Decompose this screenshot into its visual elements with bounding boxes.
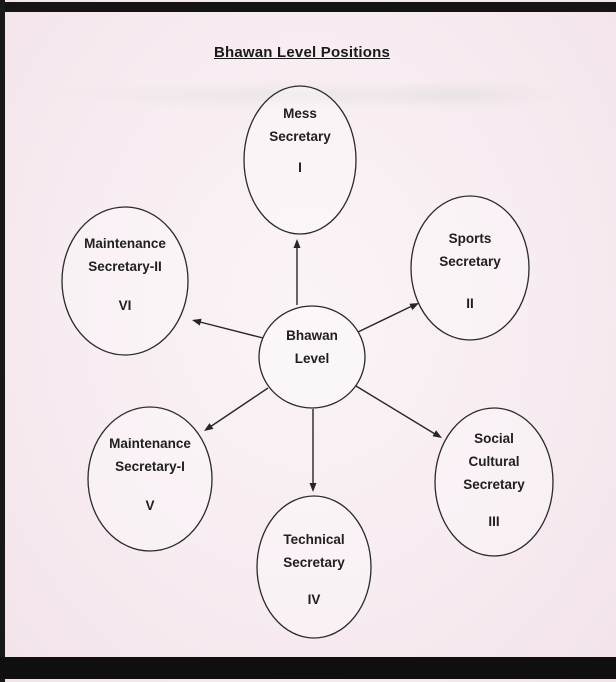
node-label: Level [295, 351, 330, 366]
scan-artifact [55, 80, 525, 110]
node-label: Secretary-I [115, 459, 185, 474]
arrowhead-icon [204, 423, 214, 431]
node-label: Mess [283, 106, 317, 121]
node-numeral: III [488, 514, 499, 529]
node-label: Cultural [468, 454, 519, 469]
arrowhead-icon [192, 318, 202, 326]
node-numeral: II [466, 296, 474, 311]
node-label: Sports [449, 231, 492, 246]
node-label: Bhawan [286, 328, 338, 343]
node-ellipse [87, 406, 213, 552]
node-ellipse [256, 495, 372, 639]
connectors [192, 239, 442, 492]
node-mess-secretary: Mess Secretary I [243, 85, 357, 235]
node-ellipse [243, 85, 357, 235]
arrowhead-icon [293, 239, 301, 248]
scan-border-left [0, 0, 5, 682]
scan-border-bottom [0, 657, 616, 679]
node-numeral: V [145, 498, 154, 513]
node-label: Maintenance [84, 236, 166, 251]
node-label: Secretary [283, 555, 345, 570]
scan-artifact [370, 78, 560, 112]
node-label: Secretary [269, 129, 331, 144]
node-ellipse [434, 407, 554, 557]
connector-arrow [357, 305, 413, 333]
node-bhawan-level: Bhawan Level [258, 305, 366, 409]
node-numeral: I [298, 160, 302, 175]
diagram-title: Bhawan Level Positions [213, 44, 391, 61]
node-label: Technical [283, 532, 344, 547]
connector-arrow [199, 321, 264, 339]
node-ellipse [410, 195, 530, 341]
node-label: Secretary-II [88, 259, 162, 274]
node-maintenance-secretary-1: Maintenance Secretary-I V [87, 406, 213, 552]
node-sports-secretary: Sports Secretary II [410, 195, 530, 341]
node-numeral: IV [308, 592, 321, 607]
arrowhead-icon [432, 430, 442, 438]
node-label: Secretary [463, 477, 525, 492]
arrowhead-icon [409, 303, 419, 311]
arrowhead-icon [309, 483, 317, 492]
connector-arrow [355, 385, 436, 435]
node-social-cultural-secretary: Social Cultural Secretary III [434, 407, 554, 557]
node-numeral: VI [119, 298, 132, 313]
node-ellipse [258, 305, 366, 409]
scan-border-top [0, 2, 616, 12]
node-label: Maintenance [109, 436, 191, 451]
node-label: Social [474, 431, 514, 446]
connector-arrow [209, 387, 269, 428]
node-technical-secretary: Technical Secretary IV [256, 495, 372, 639]
node-ellipse [61, 206, 189, 356]
node-label: Secretary [439, 254, 501, 269]
node-maintenance-secretary-2: Maintenance Secretary-II VI [61, 206, 189, 356]
